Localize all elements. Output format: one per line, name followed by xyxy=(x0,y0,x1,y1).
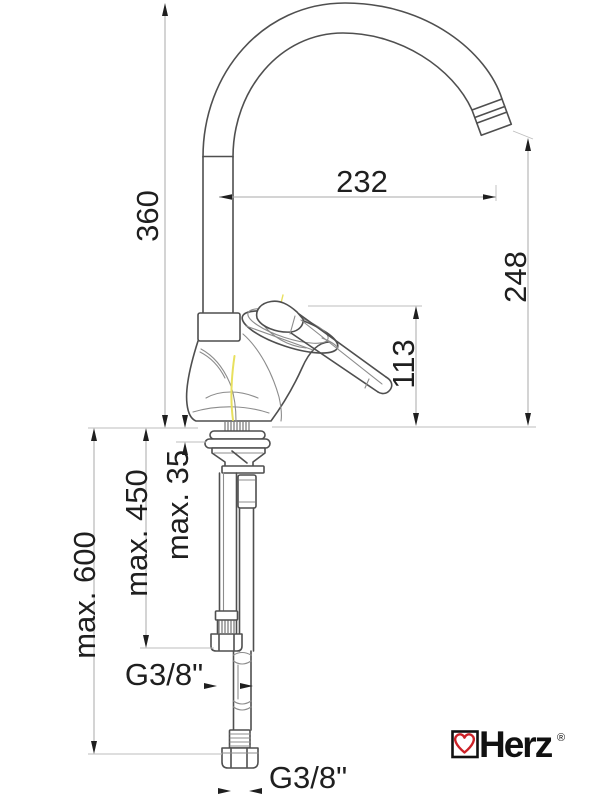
deck-washer xyxy=(204,438,271,449)
dim-max-35-label: max. 35 xyxy=(160,450,195,560)
flex-hose xyxy=(237,474,257,652)
herz-logo: Herz ® xyxy=(451,724,565,765)
spout-tip-aerator xyxy=(471,98,513,137)
hex-nut-upper xyxy=(210,633,243,652)
dim-360: 360 xyxy=(130,3,168,428)
hose-connector xyxy=(228,729,251,749)
dim-113-label: 113 xyxy=(386,339,421,388)
registered-mark: ® xyxy=(557,732,565,744)
dim-g38-upper: G3/8" xyxy=(125,657,253,692)
base-collar xyxy=(197,312,241,342)
lever-handle xyxy=(255,300,393,395)
dim-max-600: max. 600 xyxy=(67,427,222,755)
dim-max-450-label: max. 450 xyxy=(119,469,154,597)
riser-pipe xyxy=(202,156,234,314)
mounting-washer xyxy=(209,430,266,440)
supply-tube xyxy=(214,472,239,634)
hose-coupler xyxy=(237,474,257,509)
mounting-hardware xyxy=(204,422,271,474)
dim-232: 232 xyxy=(219,164,497,201)
dim-max-35: max. 35 xyxy=(160,415,206,560)
dim-248: 248 xyxy=(498,130,534,426)
dim-g38-upper-label: G3/8" xyxy=(125,657,203,692)
dim-113: 113 xyxy=(272,305,536,428)
mounting-bracket xyxy=(211,447,266,468)
flex-hose-lower xyxy=(228,650,252,749)
dim-360-label: 360 xyxy=(130,190,165,242)
threaded-shank xyxy=(224,422,250,431)
hex-nut-lower xyxy=(221,747,259,769)
dim-232-label: 232 xyxy=(336,164,388,199)
dim-max-450: max. 450 xyxy=(119,428,214,649)
spout-arc xyxy=(202,2,503,158)
dim-max-600-label: max. 600 xyxy=(67,531,102,659)
dim-g38-lower: G3/8" xyxy=(218,760,347,795)
heart-icon xyxy=(454,733,475,754)
dim-g38-lower-label: G3/8" xyxy=(269,760,347,795)
dim-248-label: 248 xyxy=(498,251,533,303)
brand-text: Herz xyxy=(479,724,553,765)
clamp-nut xyxy=(221,465,265,474)
